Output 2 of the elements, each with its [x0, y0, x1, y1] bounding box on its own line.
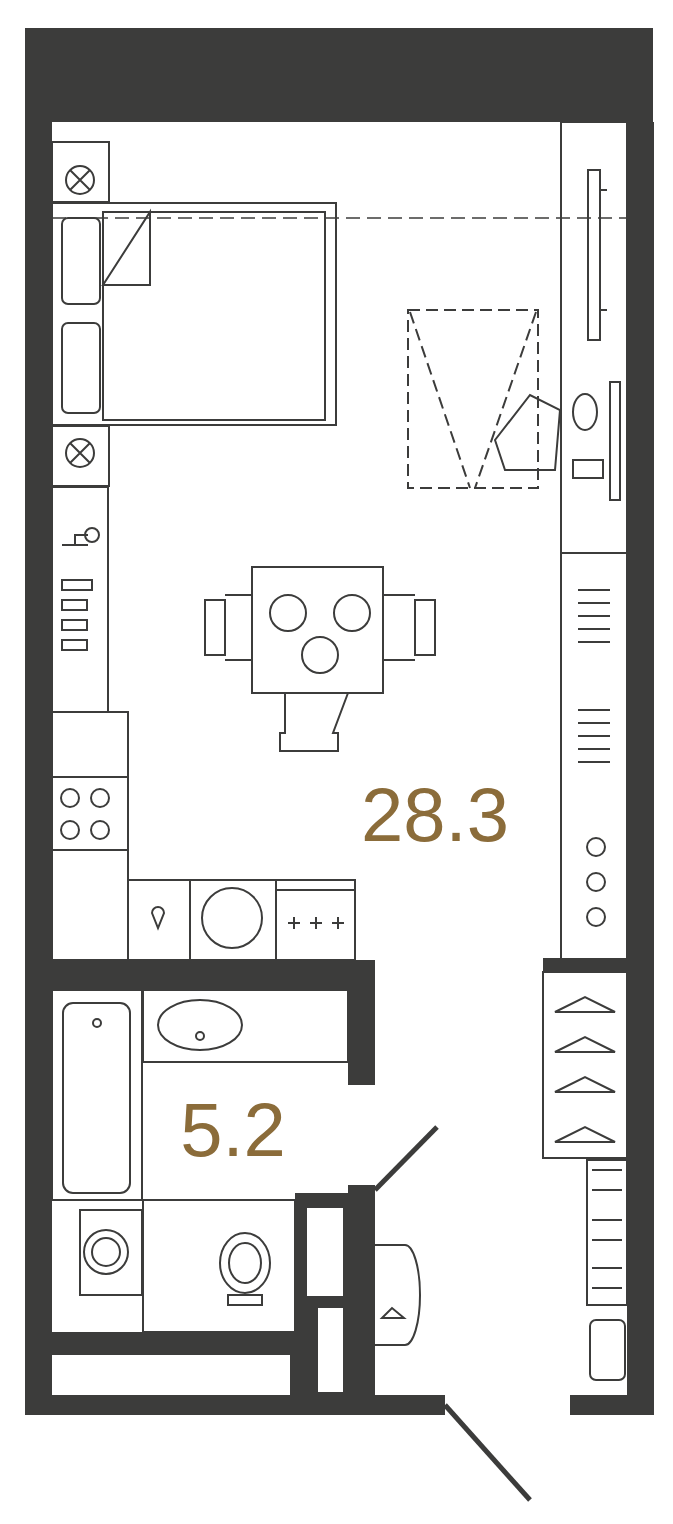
area-label: 5.2 — [180, 1092, 286, 1168]
area-label: 28.3 — [361, 777, 509, 853]
